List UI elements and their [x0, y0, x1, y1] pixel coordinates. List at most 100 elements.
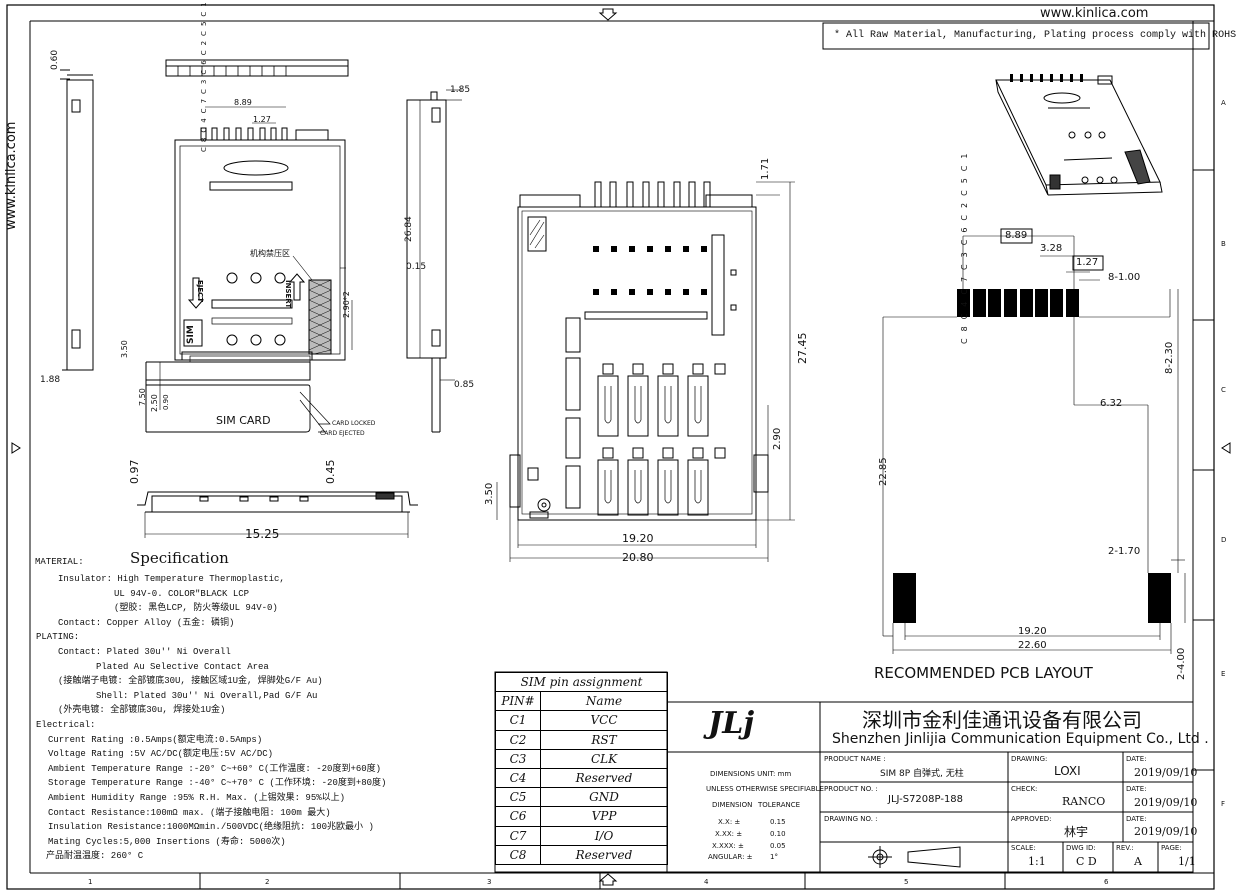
material-label: MATERIAL:: [35, 557, 84, 567]
spec-line: Contact Resistance:100mΩ max. (端子接触电阻: 1…: [48, 807, 331, 818]
company-name-en: Shenzhen Jinlijia Communication Equipmen…: [832, 731, 1209, 747]
border-row: A: [1221, 99, 1226, 107]
eject-label: EJECT: [196, 280, 204, 303]
pin-cell: C8: [495, 844, 541, 865]
drawing-label: DRAWING:: [1011, 755, 1048, 763]
spec-line: Current Rating :0.5Amps(额定电流:0.5Amps): [48, 734, 263, 745]
name-header: Name: [540, 691, 668, 712]
pcb-dim-632: 6.32: [1100, 398, 1123, 409]
date-label: DATE:: [1126, 815, 1147, 823]
company-name-cn: 深圳市金利佳通讯设备有限公司: [862, 708, 1142, 732]
pcb-dim-127: 1.27: [1076, 257, 1099, 268]
pcb-dim-328: 3.28: [1040, 243, 1063, 254]
pcb-dim-2x400: 2-4.00: [1176, 647, 1187, 680]
pin-header: PIN#: [495, 691, 541, 712]
spec-line: Mating Cycles:5,000 Insertions (寿命: 5000…: [48, 836, 286, 847]
dim-060: 0.60: [50, 49, 60, 70]
spec-line: (外壳电镀: 全部镀底30u, 焊接处1U金): [58, 705, 226, 716]
spec-list: Insulator: High Temperature Thermoplasti…: [36, 572, 466, 864]
dim-2745: 27.45: [796, 332, 809, 365]
check-label: CHECK:: [1011, 785, 1038, 793]
date-label: DATE:: [1126, 755, 1147, 763]
approved-name: 林宇: [1064, 825, 1089, 839]
rev-label: REV.:: [1116, 844, 1134, 852]
name-cell: GND: [540, 787, 668, 808]
pin-cell: C2: [495, 729, 541, 750]
dim-350-left: 3.50: [120, 340, 129, 358]
border-col: 5: [904, 878, 909, 886]
dim-185: 1.85: [450, 85, 471, 95]
border-row: B: [1221, 240, 1226, 248]
spec-line: Ambient Humidity Range :95% R.H. Max. (上…: [48, 792, 346, 803]
spec-line: Shell: Plated 30u'' Ni Overall,Pad G/F A…: [96, 690, 318, 701]
website-url[interactable]: www.kinlica.com: [1040, 6, 1149, 21]
dim-2080: 20.80: [622, 551, 654, 564]
date-label: DATE:: [1126, 785, 1147, 793]
sim-card-label: SIM CARD: [216, 414, 271, 427]
side-website-url[interactable]: www.kinlica.com: [4, 121, 19, 230]
tol-val: 0.05: [770, 842, 786, 850]
drawing-name: LOXI: [1054, 764, 1081, 778]
tol-dim: X.XX: ±: [715, 830, 743, 838]
spec-line: Plated Au Selective Contact Area: [96, 661, 269, 672]
spec-line: (塑胶: 黑色LCP, 防火等级UL 94V-0): [114, 603, 278, 614]
spec-line: (接触端子电镀: 全部镀底30U, 接触区域1U金, 焊脚处G/F Au): [58, 676, 323, 687]
border-row: D: [1221, 536, 1227, 544]
spec-line: Storage Temperature Range :-40° C~+70° C…: [48, 778, 387, 789]
dim-045: 0.45: [324, 459, 337, 485]
product-name-label: PRODUCT NAME :: [824, 755, 886, 763]
border-row: E: [1221, 670, 1226, 678]
spec-line: Contact: Plated 30u'' Ni Overall: [58, 646, 231, 657]
dim-290: 2.90: [772, 427, 783, 450]
tolerance-header: TOLERANCE: [758, 801, 801, 809]
product-no: JLJ-S7208P-188: [888, 794, 964, 805]
pcb-layout-title: RECOMMENDED PCB LAYOUT: [874, 664, 1093, 682]
spec-line: Insulation Resistance:1000MΩmin./500VDC(…: [48, 822, 374, 833]
tol-dim: X.XXX: ±: [712, 842, 744, 850]
restricted-zone-label: 机构禁压区: [250, 249, 290, 258]
spec-line: Ambient Temperature Range :-20° C~+60° C…: [48, 763, 382, 774]
dim-1920-mid: 19.20: [622, 532, 654, 545]
spec-line: Insulator: High Temperature Thermoplasti…: [58, 574, 285, 584]
scale-value: 1:1: [1028, 855, 1046, 868]
page-label: PAGE:: [1161, 844, 1182, 852]
card-ejected-label: CARD EJECTED: [320, 430, 365, 437]
spec-line: Electrical:: [36, 719, 96, 730]
spec-line: PLATING:: [36, 632, 80, 643]
border-col: 6: [1104, 878, 1109, 886]
border-col: 4: [704, 878, 709, 886]
tol-val: 0.10: [770, 830, 786, 838]
name-cell: VPP: [540, 806, 668, 827]
name-cell: I/O: [540, 825, 668, 846]
dim-290x2: 2.90*2: [342, 291, 351, 318]
pin-cell: C7: [495, 825, 541, 846]
unless-note: UNLESS OTHERWISE SPECIFIABLE: [706, 785, 824, 793]
pin-cell: C6: [495, 806, 541, 827]
name-cell: Reserved: [540, 844, 668, 865]
dim-188: 1.88: [40, 375, 61, 385]
tol-val: 1°: [770, 853, 778, 861]
dwgid-label: DWG ID:: [1066, 844, 1096, 852]
border-row: F: [1221, 800, 1226, 808]
scale-label: SCALE:: [1011, 844, 1036, 852]
name-cell: VCC: [540, 710, 668, 731]
dim-250: 2.50: [150, 394, 159, 412]
border-col: 1: [88, 878, 93, 886]
approved-label: APPROVED:: [1011, 815, 1052, 823]
pcb-dim-889: 8.89: [1005, 230, 1028, 241]
date-value: 2019/09/10: [1134, 825, 1198, 838]
border-col: 2: [265, 878, 270, 886]
name-cell: CLK: [540, 748, 668, 769]
pin-labels-pcb: C8C4C7C3C6C2C5C1: [960, 146, 969, 345]
pin-labels-top: C8C4C7C3C6C2C5C1: [200, 0, 208, 152]
border-col: 3: [487, 878, 492, 886]
